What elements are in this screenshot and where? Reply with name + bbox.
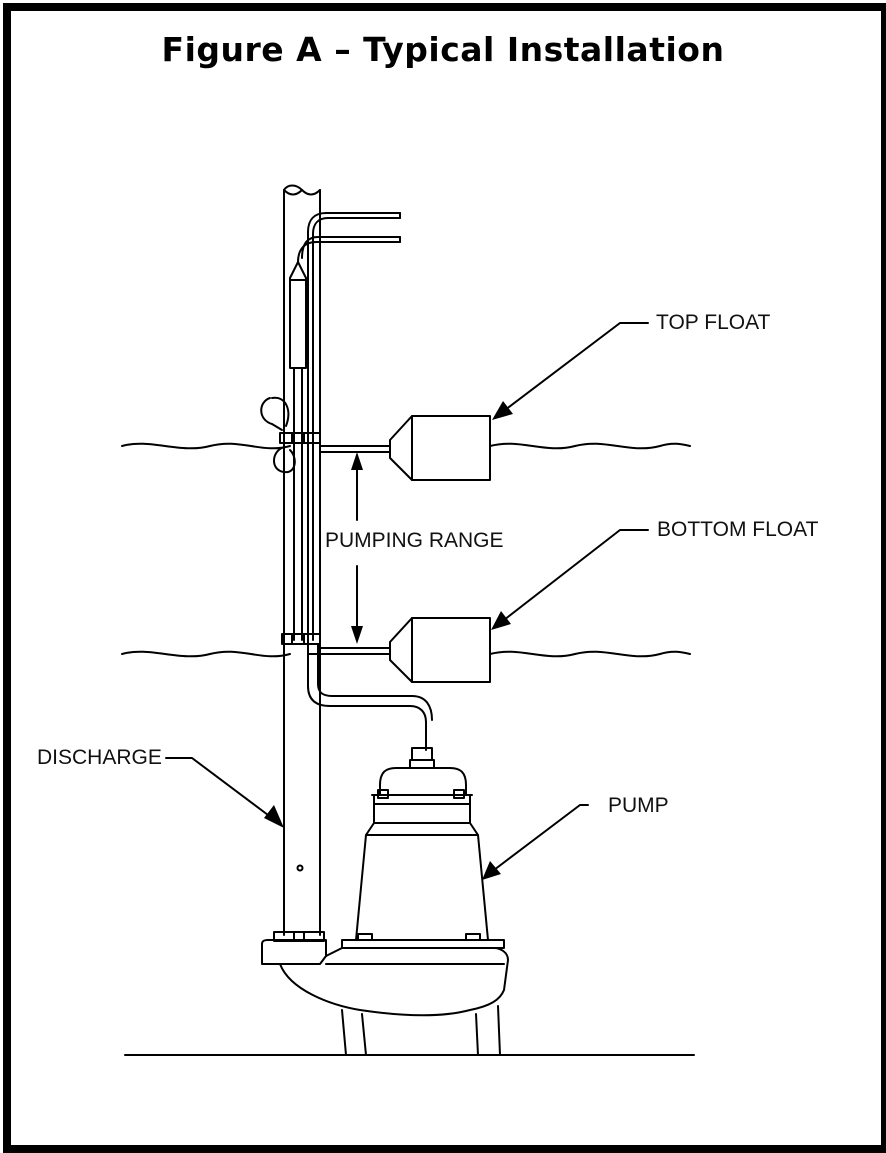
- bottom-float-label: BOTTOM FLOAT: [657, 518, 819, 541]
- pump-label: PUMP: [608, 794, 669, 817]
- lower-water-line: [121, 650, 691, 658]
- discharge-label: DISCHARGE: [37, 746, 162, 769]
- discharge-pipe: [283, 184, 321, 936]
- piggyback-plug: [289, 261, 307, 641]
- range-arrow-up: [351, 452, 363, 470]
- upper-water-line: [121, 442, 691, 450]
- pumping-range-label: PUMPING RANGE: [325, 529, 504, 552]
- top-float-label: TOP FLOAT: [656, 311, 771, 334]
- wing-clamp: [260, 396, 321, 474]
- float-cords: [297, 212, 401, 641]
- top-float: [319, 415, 491, 481]
- pump-arrowhead: [482, 861, 501, 880]
- top-float-arrowhead: [492, 401, 513, 420]
- figure-title: Figure A – Typical Installation: [161, 30, 725, 69]
- leader-lines: [165, 322, 649, 871]
- bottom-float-arrowhead: [491, 611, 511, 630]
- diagram-frame: [3, 3, 886, 1153]
- discharge-arrowhead: [264, 805, 284, 828]
- bottom-float: [319, 617, 491, 683]
- pump-cord: [307, 639, 433, 751]
- pump-body: [261, 747, 509, 1056]
- range-arrow-down: [351, 626, 363, 644]
